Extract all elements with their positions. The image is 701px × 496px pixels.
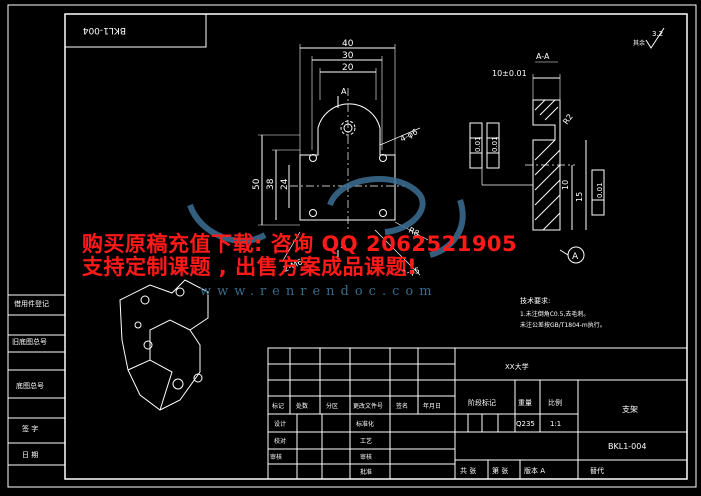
tolerance-value-right: 0.01 (596, 182, 604, 198)
dim-24: 24 (280, 178, 290, 190)
dim-30: 30 (342, 51, 354, 61)
dim-section-r2: R2 (561, 112, 574, 126)
roughness-note: 其余 (633, 39, 645, 47)
sign-row-right-3: 审核 (360, 453, 372, 461)
code-box: BKL1-004 (64, 13, 207, 48)
note-holes-top: 4-φ6 (399, 127, 419, 144)
dim-50: 50 (252, 178, 262, 190)
left-strip-table: 借用件登记 旧底图总号 底图总号 签 字 日 期 (8, 294, 65, 466)
sign-row-1: 设计 (274, 420, 286, 428)
value-scale: 1:1 (550, 420, 561, 428)
title-block (267, 347, 688, 480)
dim-section-15: 15 (575, 192, 584, 202)
sign-row-right-4: 批准 (360, 468, 372, 476)
front-view (258, 44, 429, 276)
left-strip-label-2: 旧底图总号 (12, 337, 47, 346)
label-scale: 比例 (548, 398, 562, 407)
dim-40: 40 (342, 39, 354, 49)
row-label-2: 处数 (296, 402, 308, 410)
dim-thickness: 10±0.01 (492, 69, 527, 78)
label-sheet: 共 张 (460, 466, 476, 475)
sheet-border (7, 4, 697, 488)
row-label-3: 分区 (326, 402, 338, 410)
label-weight: 重量 (518, 399, 532, 407)
left-strip-label-3: 底图总号 (16, 381, 44, 390)
isometric-view (119, 279, 209, 411)
row-label-1: 标记 (272, 402, 284, 410)
label-page: 第 张 (492, 466, 508, 475)
row-label-5: 签名 (396, 402, 408, 410)
label-stage: 阶段标记 (468, 398, 496, 407)
watermark-line2: 支持定制课题 , 出售方案成品课题! (82, 255, 418, 279)
title-company: XX大学 (505, 362, 529, 371)
row-label-6: 年月日 (423, 402, 441, 410)
dim-20: 20 (342, 63, 354, 73)
section-mark-bottom: A (341, 241, 347, 250)
label-replace: 替代 (590, 466, 604, 475)
sign-row-2: 校对 (274, 437, 286, 445)
dim-38: 38 (266, 178, 276, 190)
watermark-logo (187, 176, 466, 258)
section-mark-top: A (341, 87, 347, 96)
tech-notes-line1: 1.未注倒角C0.5,去毛刺。 (520, 310, 589, 318)
tolerance-value-2: 0.01 (491, 136, 499, 152)
label-version: 版本 A (524, 466, 545, 475)
roughness-symbol (645, 27, 665, 49)
left-strip-label-1: 借用件登记 (14, 299, 49, 308)
sign-row-right-1: 标准化 (356, 420, 374, 428)
left-strip-label-5: 日 期 (22, 451, 38, 459)
row-label-4: 更改文件号 (353, 402, 383, 410)
section-view (469, 61, 605, 264)
note-hole-pitch: 2-φ5 (401, 266, 421, 278)
sign-row-right-2: 工艺 (360, 437, 372, 445)
roughness-value: 3.2 (652, 30, 663, 38)
value-drawing-no: BKL1-004 (608, 442, 646, 451)
watermark-url: www.renrendoc.com (200, 284, 438, 299)
section-title: A-A (536, 52, 550, 61)
tolerance-value-1: 0.01 (474, 136, 482, 152)
dim-section-10: 10 (561, 180, 570, 190)
value-part-name: 支架 (622, 404, 638, 414)
note-r8: R8 (407, 226, 420, 239)
sign-row-3: 审核 (270, 453, 282, 461)
watermark-line1: 购买原稿充值下载: 咨询 QQ 2062521905 (82, 232, 518, 256)
value-material: Q235 (516, 420, 535, 428)
tech-notes-line2: 未注公差按GB/T1804-m执行。 (520, 321, 606, 329)
datum-label: A (572, 252, 579, 262)
code-box-text: BKL1-004 (82, 25, 126, 35)
tech-notes-title: 技术要求: (520, 296, 550, 305)
left-strip-label-4: 签 字 (22, 424, 38, 433)
